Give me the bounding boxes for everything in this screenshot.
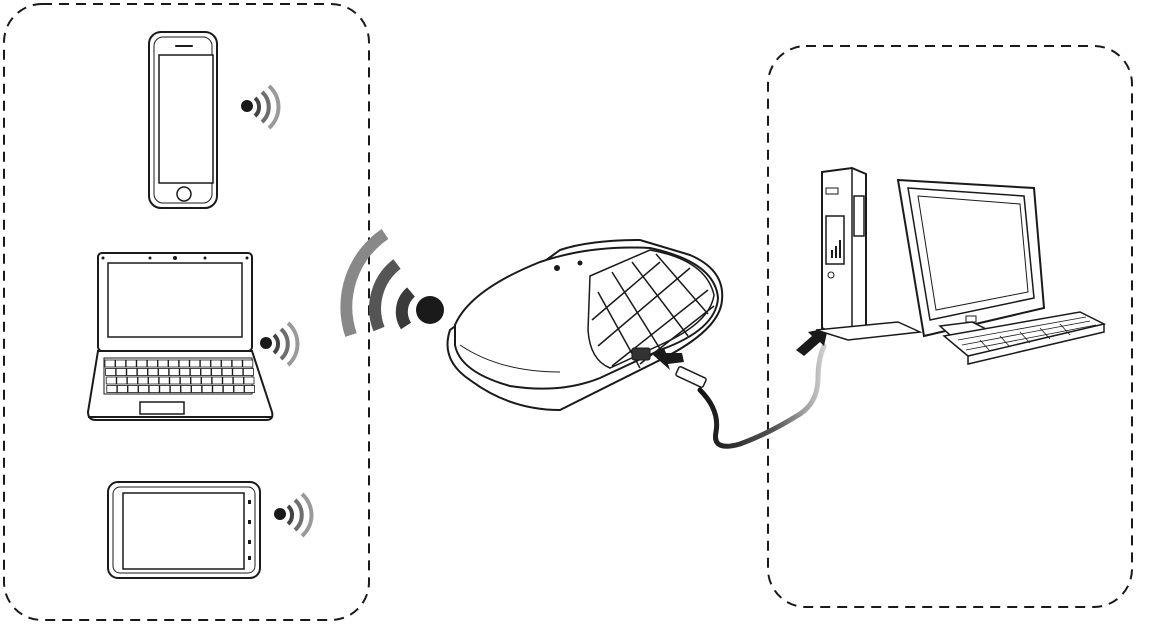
laptop-key [189,359,201,368]
smartphone-wifi-icon [241,84,281,130]
laptop-key [222,385,234,393]
laptop-key [157,359,169,368]
laptop-key [201,376,213,385]
laptop-key [158,368,170,376]
laptop-key [169,376,181,385]
laptop-key [115,368,127,376]
laptop-key [200,368,212,376]
laptop-key [105,376,117,385]
smartphone-icon [148,31,218,209]
laptop-key [221,359,233,368]
laptop-key [137,376,149,385]
laptop-key [148,385,160,393]
laptop-key [242,359,254,368]
laptop-key [211,376,223,385]
laptop-key [105,368,116,376]
laptop-key [179,368,191,376]
laptop-key [159,385,171,393]
laptop-key [222,376,234,385]
laptop-key [191,385,203,393]
tablet-icon [107,481,261,579]
laptop-key [180,385,192,393]
laptop-key [169,385,181,393]
laptop-key [138,385,150,393]
laptop-icon [86,252,274,421]
laptop-key [106,385,118,393]
laptop-key [199,359,211,368]
laptop-key [125,359,137,368]
laptop-key [221,368,233,376]
laptop-key [147,368,159,376]
laptop-key [232,368,244,376]
laptop-key [243,376,255,385]
laptop-key [179,376,191,385]
laptop-key [158,376,170,385]
laptop-key [115,359,126,368]
laptop-key [168,368,180,376]
router-usb-arrow-icon [652,348,684,370]
laptop-key [146,359,158,368]
laptop-key [127,376,138,385]
laptop-key [104,359,116,368]
laptop-key [201,385,213,393]
usb-cable-icon [675,343,827,449]
laptop-key [233,385,245,393]
laptop-key [178,359,190,368]
wired-client-group [767,45,1133,608]
laptop-key [210,359,222,368]
laptop-key [126,368,138,376]
laptop-key [231,359,243,368]
laptop-key [117,385,128,393]
laptop-key [189,368,201,376]
wireless-clients-group [3,3,370,621]
tablet-wifi-icon [274,492,314,538]
pc-usb-arrow-icon [796,328,828,356]
laptop-key [148,376,160,385]
laptop-key [244,385,256,393]
laptop-wifi-icon [260,321,300,367]
laptop-key [168,359,180,368]
laptop-key [242,368,254,376]
desktop-computer-icon [815,166,1107,365]
laptop-key [136,368,148,376]
laptop-key [232,376,244,385]
laptop-key [127,385,139,393]
laptop-key [211,368,223,376]
laptop-key [116,376,128,385]
laptop-key [190,376,202,385]
laptop-key [136,359,148,368]
laptop-key [212,385,224,393]
router-wifi-signal-icon [340,229,444,337]
laptop-keyboard [104,359,256,393]
mobile-wifi-router-icon [446,238,724,412]
